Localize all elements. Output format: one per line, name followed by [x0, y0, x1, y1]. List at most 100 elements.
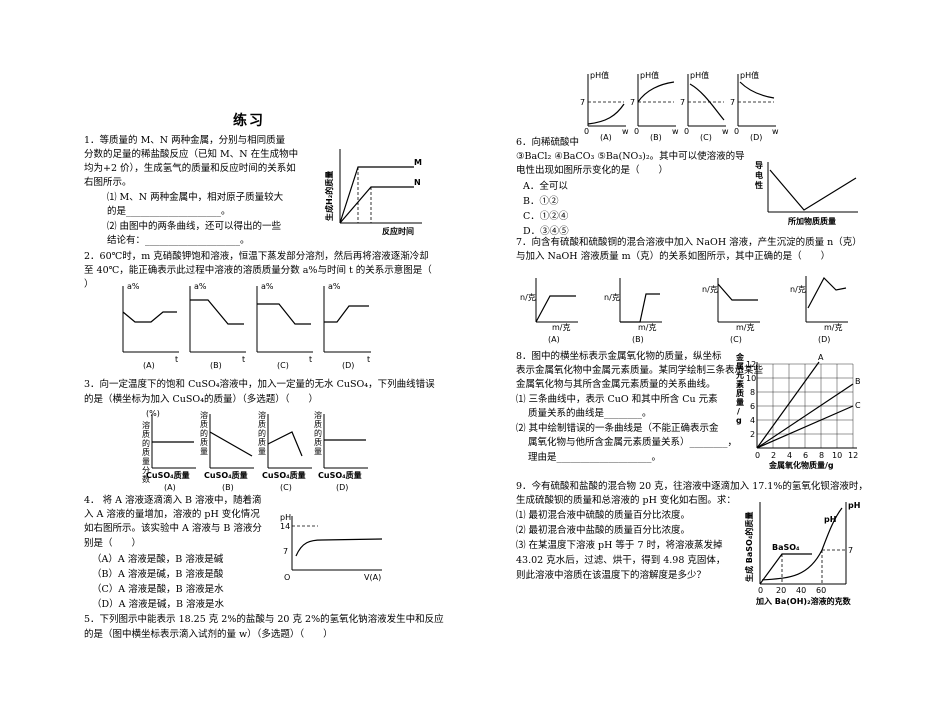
q8-yl7: g: [736, 416, 742, 425]
q7-chart-b: n/克 m/克 (B): [604, 278, 662, 344]
q9-ph-curve-label: pH: [824, 515, 836, 524]
q5-a-seven: 7: [580, 98, 585, 107]
q8-yl6: /: [737, 407, 740, 416]
q7-charts: n/克 m/克 (A) n/克 m/克 (B) n/克 m/克 (C) n/克 …: [520, 276, 848, 344]
q5-ph-charts: pH值 7 0 w (A) pH值 7 0 w (B) pH值 7 0 w (C…: [580, 70, 779, 142]
q6-option-b[interactable]: B．①②: [523, 196, 559, 207]
q3-c-yl1: 质: [258, 419, 266, 429]
q9-xtick-0: 0: [758, 586, 763, 595]
q6-option-d[interactable]: D．③④⑤: [523, 226, 569, 237]
q7-chart-a: n/克 m/克 (A): [520, 278, 578, 344]
q2-line2: 至 40℃，能正确表示此过程中溶液的溶质质量分数 a%与时间 t 的关系示意图是…: [84, 265, 432, 276]
q8-ytick-4: 4: [750, 416, 755, 425]
q8-yl0: 金: [735, 352, 745, 362]
q1-line4: 右图所示。: [84, 177, 132, 188]
q3-d-yl2: 的: [314, 428, 322, 438]
q8-yl5: 量: [736, 397, 744, 407]
q8-xtick-12: 12: [848, 451, 858, 460]
q3-a-yl6: 数: [142, 474, 150, 484]
q8-line-b-label: B: [855, 377, 861, 386]
q7-d-xlabel: m/克: [824, 323, 843, 332]
q3-a-yl3: 质: [142, 447, 150, 457]
q2-c-xlabel: t: [309, 355, 312, 364]
q5-a-w: w: [622, 127, 629, 136]
q6-ylabel-0: 导: [755, 161, 763, 170]
q2-chart-c: a% t (C): [256, 282, 313, 370]
q8-xtick-2: 2: [771, 451, 776, 460]
q5-c-seven: 7: [680, 98, 685, 107]
q8-xlabel: 金属氧化物质量/g: [768, 460, 834, 470]
q3-chart-b: 溶 质 的 质 量 CuSO₄质量 (B): [200, 410, 254, 492]
q7-option-a: (A): [548, 335, 560, 344]
q8-xtick-10: 10: [832, 451, 842, 460]
q7-chart-c: n/克 m/克 (C): [702, 278, 760, 344]
q4-line1: 4． 将 A 溶液逐滴滴入 B 溶液中，随着滴: [84, 495, 262, 506]
q3-a-yl2: 的: [142, 438, 150, 448]
q7-c-xlabel: m/克: [736, 323, 755, 332]
q9-line1: 9．今有硫酸和盐酸的混合物 20 克，往溶液中逐滴加入 17.1%的氢氧化钡溶液…: [516, 481, 868, 492]
q8-xtick-6: 6: [803, 451, 808, 460]
q2-a-xlabel: t: [175, 355, 178, 364]
q8-xtick-4: 4: [787, 451, 792, 460]
q9-sub5: 则此溶液中溶质在该温度下的溶解度是多少？: [516, 570, 707, 581]
q3-d-xlabel: CuSO₄质量: [318, 470, 362, 480]
q2-c-ylabel: a%: [261, 282, 274, 291]
q5-d-zero: 0: [734, 127, 739, 136]
q1-line1: 1．等质量的 M、N 两种金属，分别与相同质量: [84, 135, 286, 146]
q4-option-c[interactable]: （C）A 溶液是酸，B 溶液是水: [92, 584, 224, 595]
q1-curve-n-label: N: [414, 178, 421, 187]
q8-line2: 表示金属氧化物中金属元素质量。某同学绘制三条表示某些: [516, 365, 764, 376]
q9-xtick-40: 40: [796, 586, 806, 595]
q3-c-xlabel: CuSO₄质量: [262, 470, 306, 480]
q5-line2: 的是（图中横坐标表示滴入试剂的量 w）（多选题）（ ）: [84, 629, 333, 640]
q7-a-ylabel: n/克: [520, 293, 536, 302]
q9-xtick-20: 20: [776, 586, 786, 595]
q7-d-ylabel: n/克: [790, 285, 806, 294]
q4-option-b[interactable]: （B）A 溶液是碱，B 溶液是酸: [92, 569, 224, 580]
q9-ylabel-right: pH: [848, 501, 860, 510]
q1-sub1b: 的是____________________。: [107, 206, 231, 217]
q5-a-zero: 0: [584, 127, 589, 136]
q5-b-zero: 0: [634, 127, 639, 136]
q8-line6: ⑵ 其中绘制错误的一条曲线是（不能正确表示金: [516, 423, 719, 434]
q3-b-yl1: 质: [200, 419, 208, 429]
q3-chart-d: 溶 质 的 质 量 CuSO₄质量 (D): [314, 410, 368, 492]
q6-xlabel: 所加物质质量: [787, 216, 836, 226]
q5-d-seven: 7: [730, 98, 735, 107]
q2-charts: a% t (A) a% t (B) a% t (C) a% t (D): [122, 282, 371, 370]
q4-line2: 入 A 溶液的量增加，溶液的 pH 变化情况: [84, 509, 260, 520]
q4-option-d[interactable]: （D）A 溶液是碱，B 溶液是水: [92, 599, 224, 610]
q8-xtick-0: 0: [755, 451, 760, 460]
q5-ph-chart-b: pH值 7 0 w (B): [630, 70, 679, 142]
q4-ph-chart: pH 14 7 O V(A): [280, 513, 383, 582]
q3-chart-a: (%) 溶 质 的 质 量 分 数 CuSO₄质量 (A): [142, 409, 196, 492]
q6-option-a[interactable]: A．全可以: [523, 181, 568, 192]
q3-a-yl4: 量: [142, 457, 150, 466]
q6-option-c[interactable]: C．①②④: [523, 211, 569, 222]
q3-charts: (%) 溶 质 的 质 量 分 数 CuSO₄质量 (A) 溶 质 的 质 量 …: [142, 409, 368, 492]
q1-line3: 均为+2 价），生成氢气的质量和反应时间的关系如: [84, 163, 296, 174]
q4-y14: 14: [280, 522, 290, 531]
q2-a-ylabel: a%: [127, 282, 140, 291]
page-title: 练习: [233, 113, 265, 129]
q8-line5: 质量关系的曲线是________。: [528, 408, 652, 419]
q2-option-d: (D): [342, 361, 354, 370]
q5-ph-chart-a: pH值 7 0 w (A): [580, 70, 629, 142]
q4-origin: O: [284, 573, 290, 582]
q1-line2: 分数的足量的稀盐酸反应（已知 M、N 在生成物中: [84, 149, 299, 160]
q3-c-yl3: 质: [258, 437, 266, 447]
q1-sub1: ⑴ M、N 两种金属中，相对原子质量较大: [107, 192, 284, 203]
q9-sub4: 43.02 克水后，过滤、烘干，得到 4.98 克固体，: [516, 555, 726, 566]
q9-xlabel: 加入 Ba(OH)₂溶液的克数: [755, 596, 852, 606]
q5-c-ylabel: pH值: [690, 70, 709, 80]
q2-d-xlabel: t: [367, 355, 370, 364]
q4-option-a[interactable]: （A）A 溶液是酸，B 溶液是碱: [92, 554, 224, 565]
q8-ytick-10: 10: [746, 374, 756, 383]
q3-b-yl3: 质: [200, 437, 208, 447]
q8-ytick-2: 2: [750, 430, 755, 439]
q7-option-c: (C): [730, 335, 742, 344]
q8-line8: 理由是____________________。: [528, 452, 662, 463]
q6-line1: 6．向稀硫酸中: [516, 137, 580, 148]
q3-c-yl2: 的: [258, 428, 266, 438]
q8-line4: ⑴ 三条曲线中，表示 CuO 和其中所含 Cu 元素: [516, 394, 718, 405]
